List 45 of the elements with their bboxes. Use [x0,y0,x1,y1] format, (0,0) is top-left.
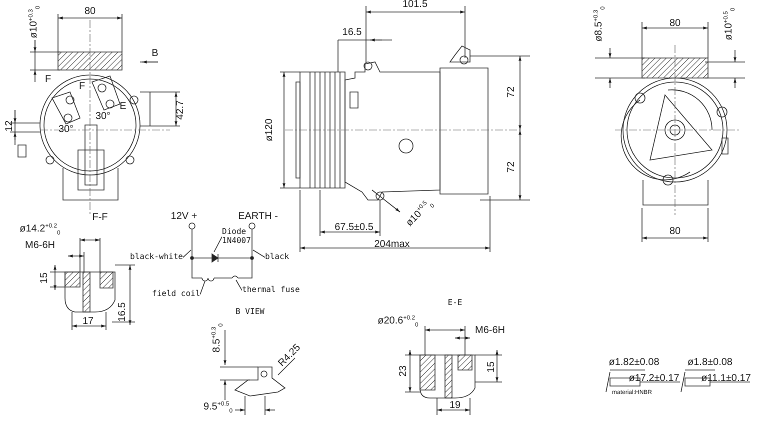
leader-line [200,280,206,295]
dimension-label: ø1.8±0.08 [688,358,732,368]
dimension-label: ø17.2±0.17 [628,374,680,384]
dimension-label: ø11.1±0.17 [701,374,751,384]
dimension-label: 12V + [170,212,198,222]
dimension-label: 12 [5,120,15,132]
dimension-label: 30° [95,112,111,122]
dimension-label: 15 [487,361,497,373]
dimension-label: 30° [58,125,74,135]
circuit-drawing [186,221,256,283]
dimension-label: B VIEW [236,308,264,316]
dimension-label: EARTH - [238,212,278,222]
leader-line [236,280,242,291]
leader-line [182,250,192,258]
dimension-label: 42.7 [176,100,186,120]
dimension-label: 72 [507,161,517,173]
dimension-label: 72 [507,86,517,98]
dimension-label: E-E [448,299,462,307]
dimension-label: 80 [84,7,96,17]
dimension-label: M6-6H [475,326,505,336]
dimension-label: 80 [669,227,681,237]
dimension-label: ø120 [265,118,275,142]
dimension-label: B [152,49,158,59]
dimension-label: E [120,102,126,112]
dimension-label: F-F [92,213,108,223]
callout-text: black [265,253,290,262]
dimension-label: ø1.82±0.08 [608,358,660,368]
leader-line [214,236,222,252]
dimension-label: 17 [82,317,94,327]
dimension-label: 101.5 [402,0,428,10]
dimension-label: 19 [449,401,461,411]
dimension-label: 16.5 [342,28,362,38]
dimension-label: 15 [40,272,50,284]
dimension-label: M6-6H [25,241,55,251]
dimension-label: F [78,82,86,92]
callout-text: field coil [152,290,200,299]
dimension-label: 23 [399,365,409,377]
dimension-label: 80 [669,19,681,29]
callout-text: thermal fuse [242,286,300,295]
leader-line [252,250,266,258]
dimension-label: F [44,75,52,85]
dimension-label: 67.5±0.5 [334,223,374,233]
dimension-label: 16.5 [118,302,128,322]
dimension-label: 204max [374,240,410,250]
callout-text: black-white [130,253,183,262]
